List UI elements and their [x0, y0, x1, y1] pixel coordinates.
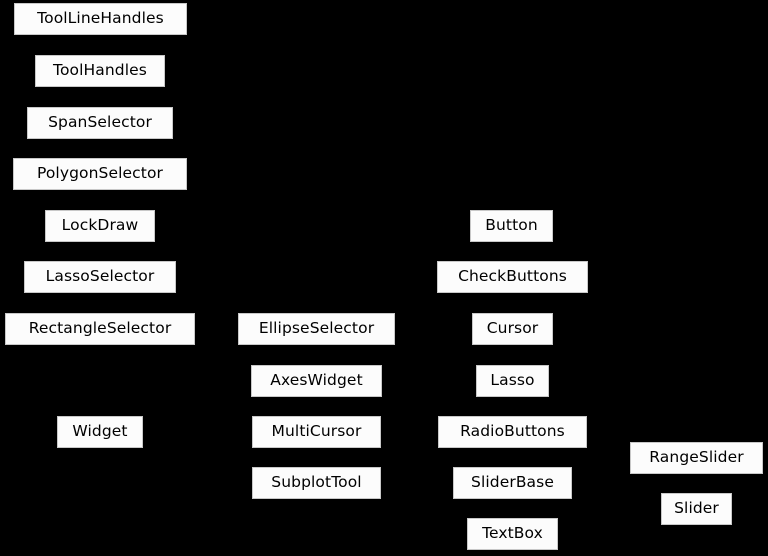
class-node-cursor[interactable]: Cursor [472, 313, 553, 345]
class-node-label: Cursor [486, 319, 539, 338]
class-node-radiobuttons[interactable]: RadioButtons [438, 416, 587, 448]
class-node-label: RadioButtons [460, 422, 565, 441]
class-node-label: SubplotTool [271, 473, 362, 492]
class-node-lasso[interactable]: Lasso [476, 365, 549, 397]
class-node-label: SpanSelector [48, 113, 152, 132]
class-node-lassoselector[interactable]: LassoSelector [24, 261, 176, 293]
class-node-toollinehandles[interactable]: ToolLineHandles [14, 3, 187, 35]
class-node-label: SliderBase [471, 473, 554, 492]
class-node-label: ToolHandles [53, 61, 147, 80]
class-node-label: TextBox [482, 524, 543, 543]
class-node-label: Slider [674, 499, 719, 518]
class-node-widget[interactable]: Widget [57, 416, 143, 448]
class-node-label: Lasso [490, 371, 535, 390]
class-node-checkbuttons[interactable]: CheckButtons [437, 261, 588, 293]
class-node-subplottool[interactable]: SubplotTool [252, 467, 381, 499]
class-node-rectangleselector[interactable]: RectangleSelector [5, 313, 195, 345]
class-node-ellipseselector[interactable]: EllipseSelector [238, 313, 395, 345]
class-node-sliderbase[interactable]: SliderBase [453, 467, 572, 499]
class-node-textbox[interactable]: TextBox [467, 518, 558, 550]
class-node-label: Widget [72, 422, 128, 441]
class-node-rangeslider[interactable]: RangeSlider [630, 442, 763, 474]
class-node-lockdraw[interactable]: LockDraw [45, 210, 155, 242]
class-node-label: MultiCursor [271, 422, 362, 441]
class-node-label: CheckButtons [458, 267, 567, 286]
class-node-label: PolygonSelector [36, 164, 164, 183]
class-node-label: LassoSelector [45, 267, 155, 286]
class-node-label: ToolLineHandles [37, 9, 164, 28]
class-node-toolhandles[interactable]: ToolHandles [35, 55, 165, 87]
class-node-axeswidget[interactable]: AxesWidget [251, 365, 382, 397]
class-node-label: Button [485, 216, 538, 235]
class-node-label: RangeSlider [649, 448, 744, 467]
class-node-multicursor[interactable]: MultiCursor [252, 416, 381, 448]
class-node-label: AxesWidget [270, 371, 363, 390]
class-node-label: LockDraw [61, 216, 139, 235]
class-node-slider[interactable]: Slider [661, 493, 732, 525]
class-node-button[interactable]: Button [470, 210, 553, 242]
class-node-label: EllipseSelector [258, 319, 375, 338]
class-node-polygonselector[interactable]: PolygonSelector [13, 158, 187, 190]
class-node-label: RectangleSelector [28, 319, 172, 338]
class-node-spanselector[interactable]: SpanSelector [27, 107, 173, 139]
